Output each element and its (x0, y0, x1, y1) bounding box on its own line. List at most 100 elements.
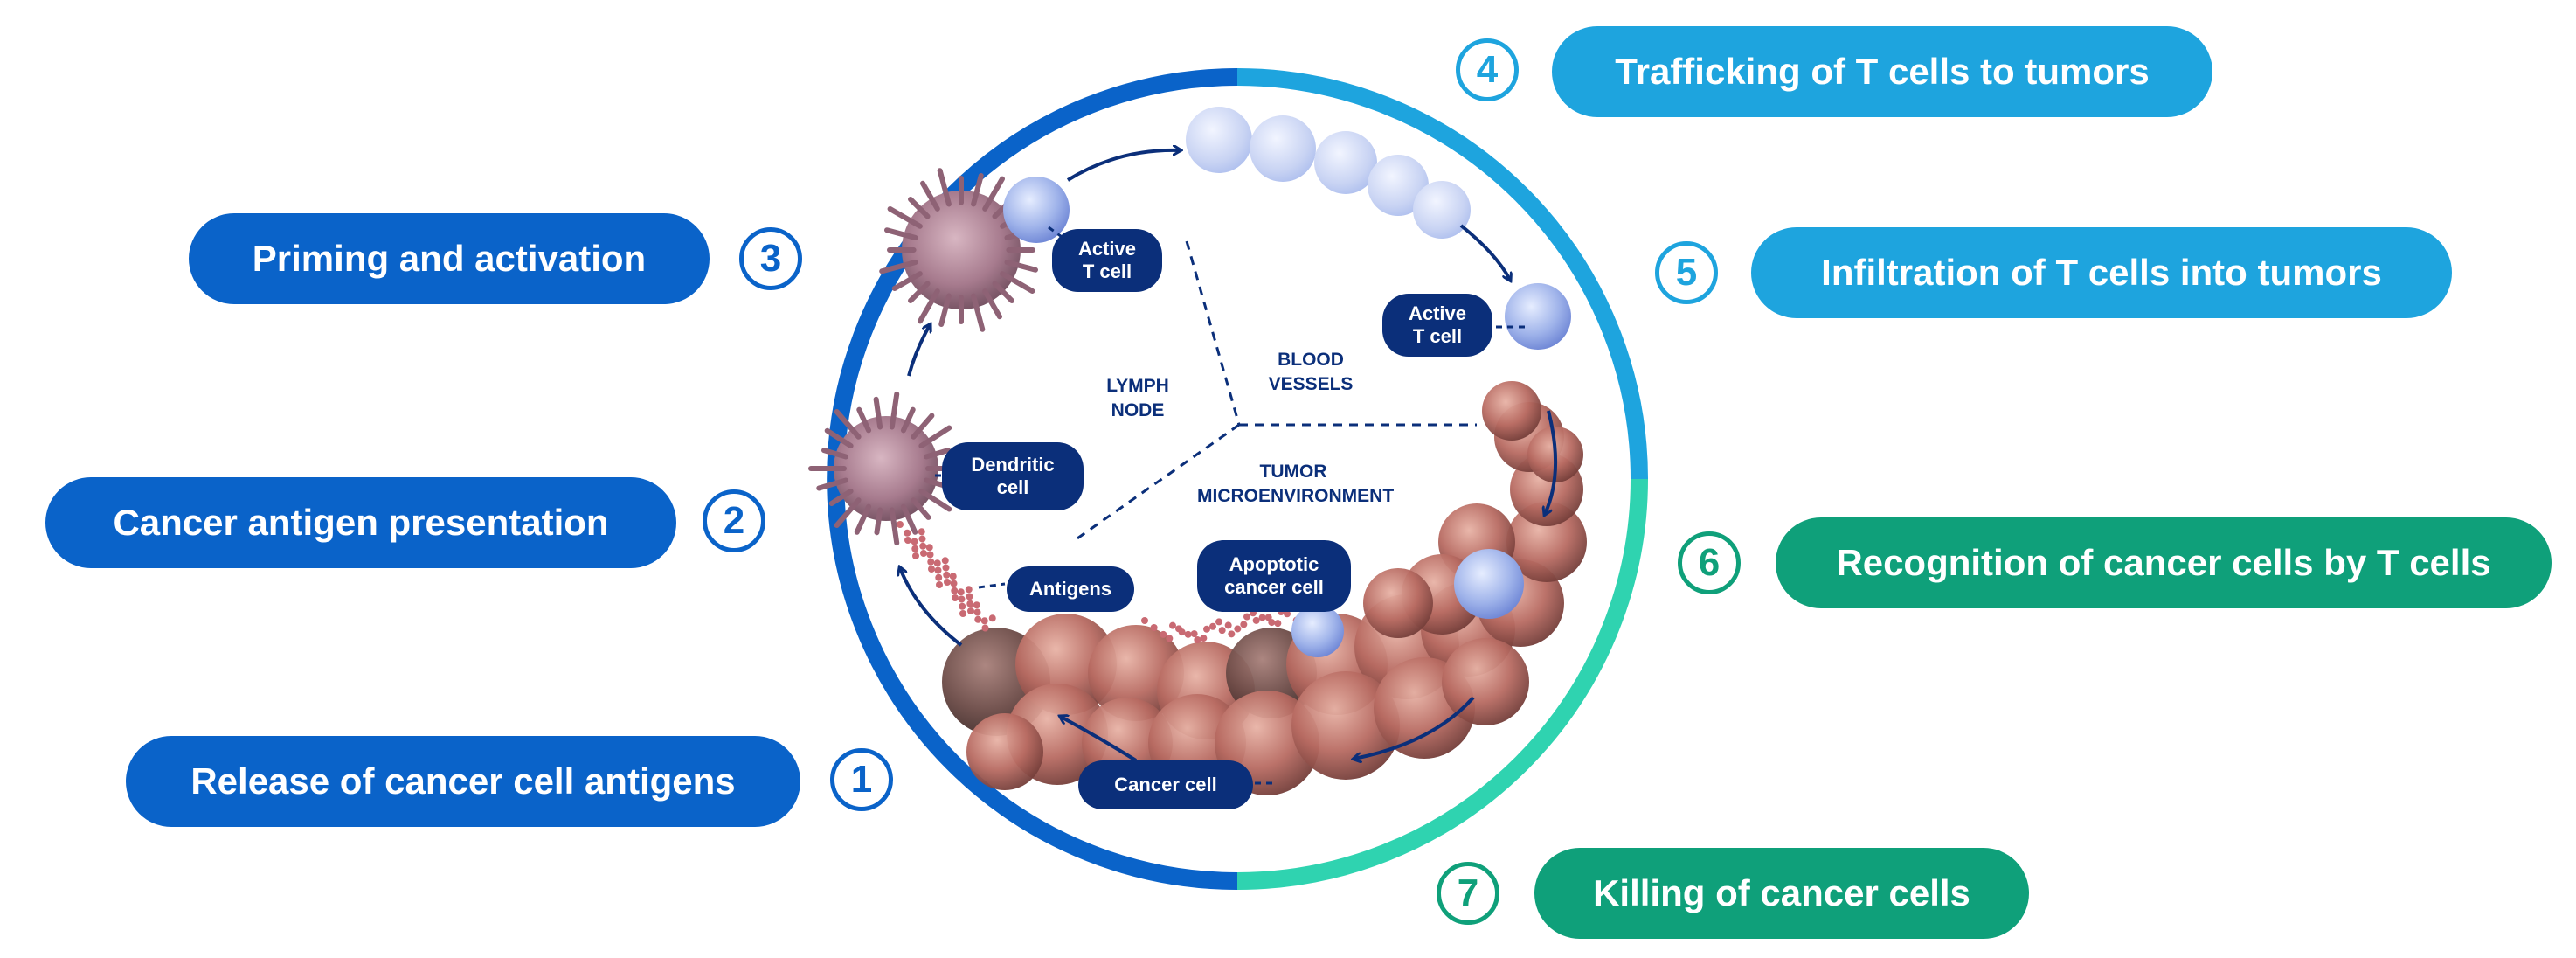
dendrite-spike (889, 507, 900, 546)
dendrite-spike (856, 406, 872, 434)
dendrite-spike (883, 227, 918, 240)
antigen-dot (911, 538, 918, 545)
t-cell-icon (1413, 181, 1471, 239)
dendrite-spike (918, 288, 940, 324)
dendrite-spike (908, 197, 931, 219)
antigen-dot (904, 537, 911, 544)
antigen-dot (1215, 618, 1222, 626)
dendrite-spike (900, 406, 916, 434)
antigen-dot (936, 581, 943, 588)
dendrite-spike (982, 176, 1005, 212)
antigen-dot (911, 545, 919, 552)
ring-segment-cyan (1236, 68, 1648, 480)
step-4-pill: Trafficking of T cells to tumors (1552, 26, 2212, 117)
antigen-dot (958, 595, 966, 603)
cancer-cell-icon (1363, 568, 1433, 638)
antigen-dot (925, 544, 933, 552)
antigen-dot (1169, 621, 1176, 629)
zone-dividers (1074, 240, 1477, 542)
dendrite-spike (1000, 271, 1035, 294)
dendrite-spike (992, 281, 1014, 303)
dendrite-spike (834, 497, 862, 528)
step-1-pill: Release of cancer cell antigens (126, 736, 800, 827)
dendrite-spike (816, 477, 848, 491)
dendrite-spike (854, 503, 872, 535)
antigen-dot (1274, 620, 1282, 628)
antigen-dot (981, 624, 989, 632)
antigens-label: Antigens (1007, 566, 1134, 612)
dendrite-spike (887, 206, 923, 229)
step-5-pill: Infiltration of T cells into tumors (1751, 227, 2452, 318)
dendrite-spike (982, 288, 1002, 320)
antigen-dot (966, 600, 974, 607)
cycle-arrow-icon (1354, 696, 1475, 759)
t-cell-icon (1368, 155, 1429, 216)
dendrite-spike (900, 503, 918, 535)
antigen-dot (957, 588, 965, 596)
step-6-pill: Recognition of cancer cells by T cells (1776, 517, 2552, 608)
zone-label-lymph-node: LYMPH NODE (1106, 376, 1169, 420)
antigen-dot (950, 580, 958, 587)
dendrite-spike (873, 396, 883, 430)
cycle-arrows (900, 150, 1558, 760)
antigen-dot (1203, 625, 1210, 633)
antigen-dot (1234, 625, 1242, 633)
cancer-cell-label: Cancer cell (1078, 760, 1253, 809)
antigen-dot (966, 593, 973, 600)
apoptotic-cancer-cell-label: Apoptotic cancer cell (1197, 540, 1351, 612)
ring-segment-green (1236, 478, 1648, 890)
dendrite-spike (938, 293, 952, 328)
antigen-dot (942, 564, 950, 572)
dendrite-spike (911, 413, 935, 440)
cancer-cell-icon (1291, 671, 1400, 780)
antigen-dot (974, 615, 982, 623)
antigen-dot (904, 529, 911, 537)
antigen-dot (1200, 635, 1208, 642)
antigen-dot (988, 614, 996, 622)
dendrite-spike (891, 271, 923, 291)
step-7-number: 7 (1437, 862, 1499, 925)
dendrite-spike (1004, 260, 1039, 273)
antigen-dot (980, 617, 988, 625)
antigen-dot (944, 579, 951, 586)
step-5-number: 5 (1655, 241, 1718, 304)
antigen-dot (928, 566, 935, 573)
dendrite-spike (971, 172, 984, 207)
antigen-dot (1240, 621, 1248, 628)
antigen-dot (941, 557, 949, 565)
step-1-number: 1 (830, 748, 893, 811)
antigen-dot (1228, 630, 1236, 638)
step-4-number: 4 (1456, 38, 1519, 101)
antigen-dot (1141, 617, 1148, 624)
antigen-dot (918, 528, 925, 536)
antigen-dot (1160, 630, 1167, 638)
step-3-pill: Priming and activation (189, 213, 710, 304)
dendrite-spike (918, 488, 952, 512)
antigen-dot (1194, 635, 1201, 643)
antigen-dot (933, 559, 941, 567)
dendrite-spike (824, 427, 854, 449)
cycle-arrow-icon (1459, 224, 1510, 280)
dendrite-spike (834, 409, 862, 440)
dendrite-spike (924, 448, 952, 460)
antigen-dot (919, 542, 927, 550)
dendrite-spike (918, 425, 952, 449)
infiltrating-t-cells (1291, 549, 1524, 657)
antigen-dot (1268, 619, 1276, 627)
dendrite-spike (911, 497, 931, 520)
antigen-dot (1284, 610, 1291, 618)
antigen-dot (959, 602, 966, 610)
zone-label-tumor-microenvironment: TUMOR MICROENVIRONMENT (1197, 462, 1395, 506)
t-cell-icon (1003, 177, 1070, 243)
dendrite-spike (908, 281, 931, 303)
active-t-cell-lymph-label: Active T cell (1052, 229, 1162, 292)
antigen-dot (959, 610, 966, 617)
antigen-dot (965, 586, 973, 594)
step-2-pill: Cancer antigen presentation (45, 477, 676, 568)
dendrite-spike (879, 260, 918, 274)
antigen-dot (1150, 623, 1158, 631)
t-cell-icon (1186, 107, 1252, 173)
antigen-dot (1243, 613, 1250, 621)
antigen-dot (1264, 614, 1272, 621)
